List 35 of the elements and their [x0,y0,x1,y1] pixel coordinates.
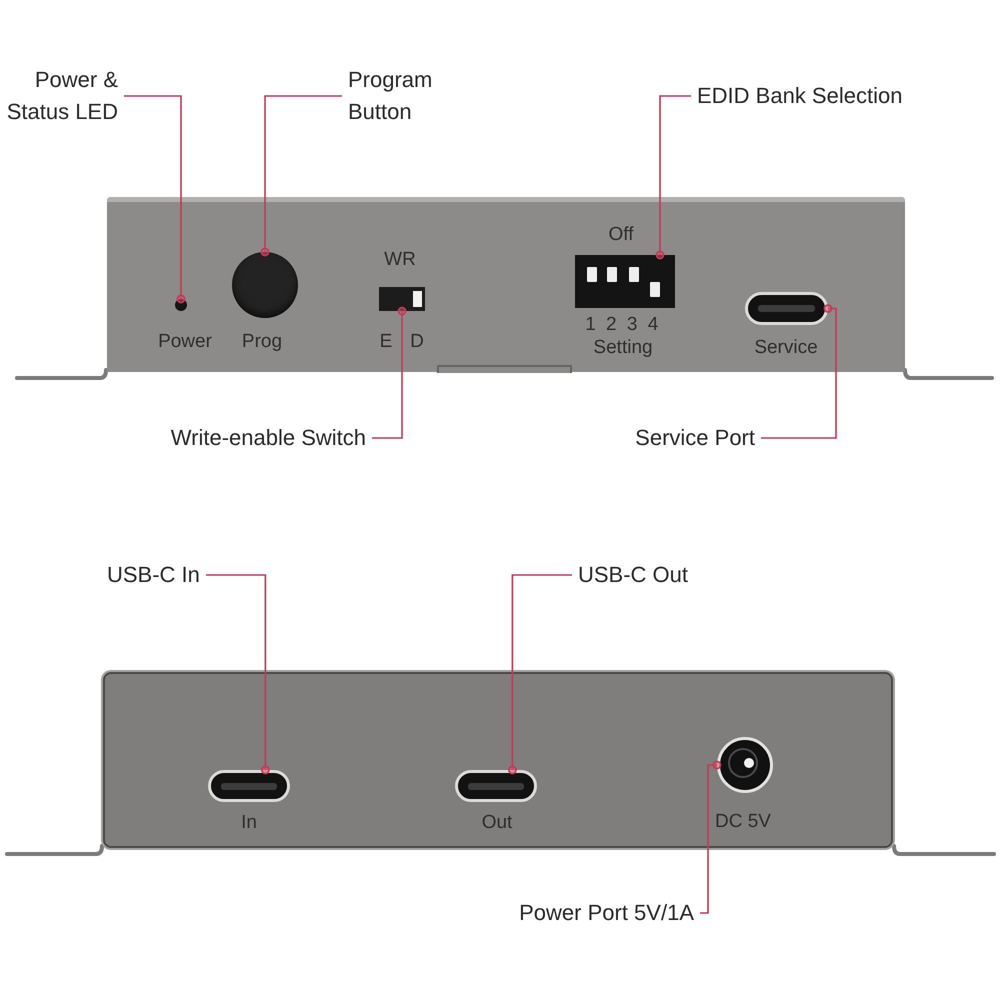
leader-line [700,760,722,914]
leader-line [124,95,186,304]
usb-c-port [208,770,290,802]
panel-label: DC 5V [715,811,771,833]
dip-switch [575,255,675,308]
callout-label: USB-C Out [572,559,694,591]
leader-line [761,304,837,439]
panel-label: Setting [593,337,653,359]
callout-label: Write-enable Switch [164,422,372,454]
leader-line [260,95,342,256]
usb-c-port [745,292,828,325]
rear-panel [103,672,893,848]
panel-label: In [241,812,257,834]
front-panel [107,197,905,372]
panel-label: Off [608,224,634,246]
panel-label: D [410,331,424,353]
panel-label: E [380,331,392,353]
callout-label: Service Port [629,422,761,454]
callout-label: Power Port 5V/1A [513,897,700,929]
callout-label: USB-C In [101,559,206,591]
panel-label: Out [482,812,512,834]
leader-line [372,306,406,439]
panel-label: Prog [242,331,282,353]
panel-label: Power [158,331,212,353]
usb-c-port [455,770,537,802]
panel-label: WR [384,249,416,271]
callout-label: Program Button [342,64,442,128]
panel-label: 1 2 3 4 [585,314,661,336]
panel-label: Service [754,337,818,359]
callout-label: Power & Status LED [0,64,124,128]
leader-line [206,574,270,774]
leader-line [656,95,691,260]
leader-line [508,574,572,774]
slide-switch [379,287,425,311]
callout-label: EDID Bank Selection [691,80,908,112]
